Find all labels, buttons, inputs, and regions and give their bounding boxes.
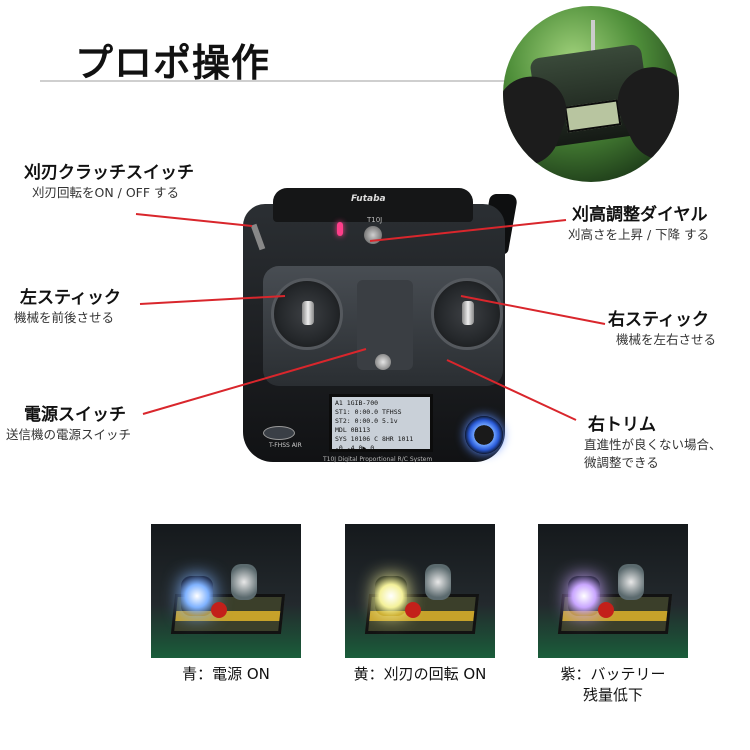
led-photo-purple bbox=[538, 524, 688, 658]
tfhss-badge bbox=[263, 426, 295, 440]
label-clutch: 刈刃クラッチスイッチ 刈刃回転をON / OFF する bbox=[24, 163, 194, 200]
page-title: プロポ操作 bbox=[75, 41, 271, 85]
led-photo-yellow bbox=[345, 524, 495, 658]
model-label: T10J bbox=[367, 216, 383, 224]
title-divider bbox=[40, 80, 510, 82]
right-stick-gimbal bbox=[431, 278, 503, 350]
operator-photo bbox=[503, 6, 679, 182]
label-right-stick: 右スティック 機械を左右させる bbox=[608, 310, 717, 347]
caption-purple: 紫：バッテリー 残量低下 bbox=[560, 665, 666, 704]
left-stick bbox=[302, 301, 314, 325]
jog-dial bbox=[465, 416, 503, 454]
left-stick-gimbal bbox=[271, 278, 343, 350]
caption-blue: 青：電源 ON bbox=[182, 665, 270, 683]
led-photo-blue bbox=[151, 524, 301, 658]
label-left-stick: 左スティック 機械を前後させる bbox=[14, 288, 121, 325]
lcd-screen: A1 1GIB-700 ST1: 0:00.0 TFHSS ST2: 0:00.… bbox=[329, 394, 433, 452]
label-power: 電源スイッチ 送信機の電源スイッチ bbox=[6, 405, 132, 442]
caption-yellow: 黄：刈刃の回転 ON bbox=[353, 665, 487, 683]
label-height-dial: 刈高調整ダイヤル 刈高さを上昇 / 下降 する bbox=[568, 205, 710, 242]
transmitter-footer-text: T10J Digital Proportional R/C System bbox=[323, 456, 433, 463]
height-dial bbox=[364, 226, 382, 244]
clutch-switch bbox=[250, 223, 266, 251]
blue-led-light bbox=[181, 576, 213, 616]
brand-logo: Futaba bbox=[351, 194, 386, 204]
yellow-led-light bbox=[375, 576, 407, 616]
right-stick bbox=[462, 301, 474, 325]
status-led bbox=[337, 222, 343, 236]
purple-led-light bbox=[568, 576, 600, 616]
power-switch bbox=[375, 354, 391, 370]
label-right-trim: 右トリム 直進性が良くない場合、 微調整できる bbox=[584, 415, 722, 470]
transmitter-image: A1 1GIB-700 ST1: 0:00.0 TFHSS ST2: 0:00.… bbox=[233, 188, 519, 466]
